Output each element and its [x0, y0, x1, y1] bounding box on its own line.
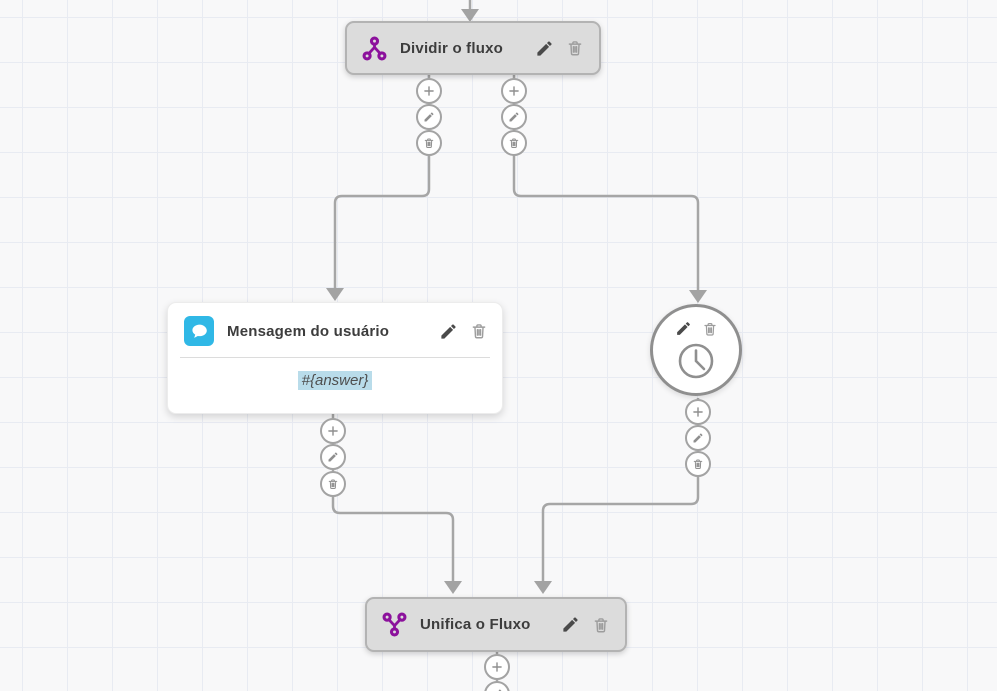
plus-icon	[424, 86, 434, 96]
unifica-add-button[interactable]	[484, 654, 510, 680]
node-dividir-fluxo[interactable]: Dividir o fluxo	[345, 21, 601, 75]
plus-icon	[492, 662, 502, 672]
trash-icon	[594, 617, 608, 632]
pencil-icon	[441, 323, 456, 339]
trash-icon	[703, 322, 716, 336]
mensagem-variable-value[interactable]: #{answer}	[297, 371, 373, 390]
mensagem-edit-button[interactable]	[439, 322, 458, 341]
connector-dividir-right	[512, 75, 700, 291]
pencil-icon	[509, 112, 519, 122]
trash-icon	[328, 479, 338, 489]
connector-timer-to-unifica	[541, 398, 700, 582]
node-dividir-label: Dividir o fluxo	[400, 39, 504, 57]
mensagem-add-button[interactable]	[320, 418, 346, 444]
trash-icon	[472, 324, 486, 339]
pencil-icon	[537, 40, 552, 56]
dividir-edit-button[interactable]	[535, 39, 554, 58]
arrowhead-into-unifica-right	[534, 581, 552, 594]
pencil-icon	[563, 617, 578, 632]
timer-branch-delete-button[interactable]	[685, 451, 711, 477]
dividir-left-edit-button[interactable]	[416, 104, 442, 130]
node-mensagem-usuario[interactable]: Mensagem do usuário #{answer}	[167, 302, 503, 414]
arrowhead-into-unifica-left	[444, 581, 462, 594]
timer-add-button[interactable]	[685, 399, 711, 425]
dividir-delete-button[interactable]	[566, 39, 584, 57]
plus-icon	[328, 426, 338, 436]
dividir-right-edit-button[interactable]	[501, 104, 527, 130]
clock-icon	[676, 341, 716, 386]
unifica-branch-edit-button[interactable]	[484, 681, 510, 691]
merge-flow-icon	[382, 612, 407, 637]
trash-icon	[693, 459, 703, 469]
plus-icon	[693, 407, 703, 417]
pencil-icon	[328, 452, 338, 462]
timer-branch-edit-button[interactable]	[685, 425, 711, 451]
plus-icon	[509, 86, 519, 96]
node-unifica-fluxo[interactable]: Unifica o Fluxo	[365, 597, 627, 652]
node-timer[interactable]	[650, 304, 742, 396]
trash-icon	[424, 138, 434, 148]
trash-icon	[509, 138, 519, 148]
dividir-left-delete-button[interactable]	[416, 130, 442, 156]
pencil-icon	[676, 322, 690, 335]
arrowhead-into-timer	[689, 290, 707, 303]
trash-icon	[568, 41, 582, 56]
arrowhead-into-mensagem	[326, 288, 344, 301]
unifica-delete-button[interactable]	[592, 616, 610, 634]
dividir-right-delete-button[interactable]	[501, 130, 527, 156]
split-flow-icon	[362, 36, 387, 61]
chat-bubble-icon	[184, 316, 214, 346]
unifica-edit-button[interactable]	[561, 615, 580, 634]
timer-delete-button[interactable]	[702, 321, 718, 337]
node-unifica-label: Unifica o Fluxo	[420, 616, 531, 633]
connector-mensagem-to-unifica	[331, 413, 455, 582]
mensagem-delete-button[interactable]	[470, 322, 488, 340]
dividir-left-add-button[interactable]	[416, 78, 442, 104]
mensagem-branch-edit-button[interactable]	[320, 444, 346, 470]
dividir-right-add-button[interactable]	[501, 78, 527, 104]
mensagem-branch-delete-button[interactable]	[320, 471, 346, 497]
mensagem-label: Mensagem do usuário	[227, 322, 390, 340]
pencil-icon	[693, 433, 703, 443]
timer-edit-button[interactable]	[675, 320, 692, 337]
pencil-icon	[424, 112, 434, 122]
card-divider	[180, 357, 490, 358]
connector-dividir-left	[333, 75, 431, 289]
